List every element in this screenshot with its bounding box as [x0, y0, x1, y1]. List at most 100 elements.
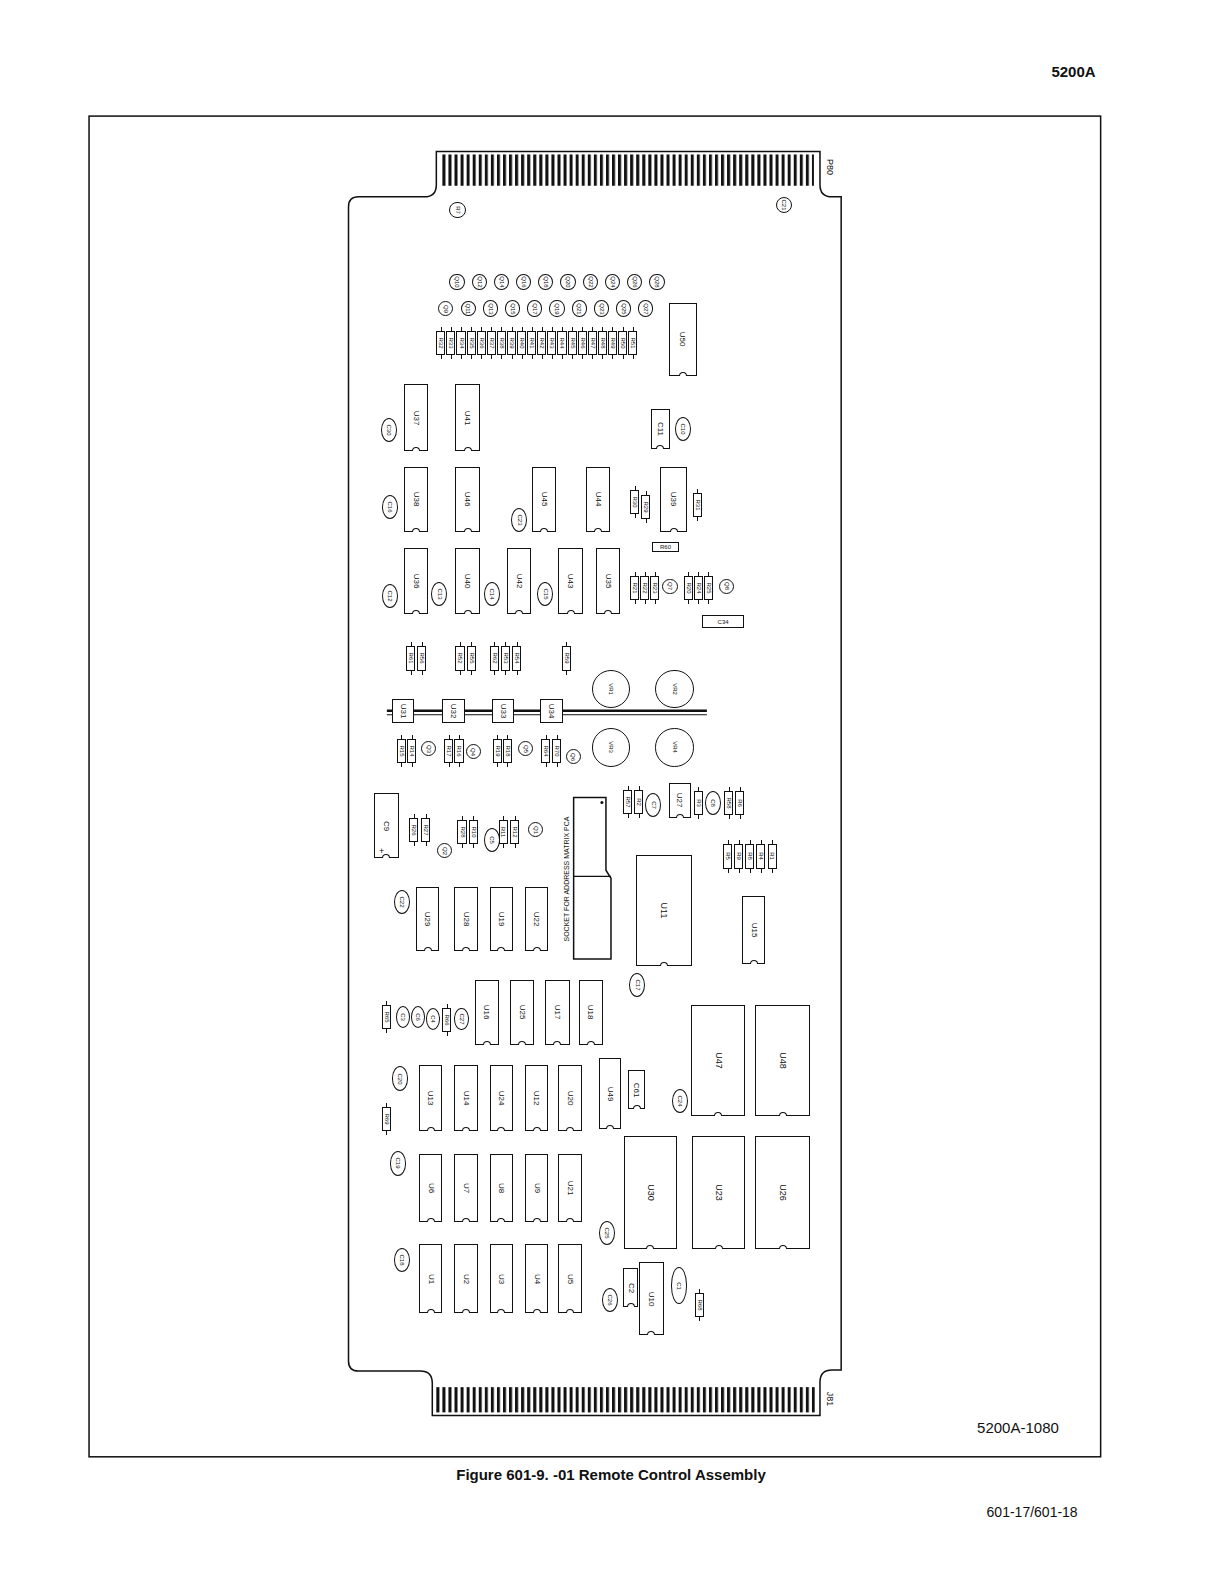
part-designator: R8	[747, 853, 753, 861]
part-designator: R10	[470, 827, 476, 838]
part-designator: U43	[567, 574, 575, 589]
ic-package: U2	[454, 1244, 477, 1313]
frame	[89, 116, 1101, 1457]
part-designator: C6	[415, 1013, 421, 1021]
resistor-body: R18	[503, 739, 512, 763]
part-designator: R26	[411, 825, 417, 836]
resistor-body: R66	[442, 1008, 451, 1032]
part-designator: Q26	[632, 277, 638, 288]
regulator-circle: VR1	[592, 670, 630, 708]
part-designator: U26	[778, 1184, 787, 1201]
part-designator: R36	[478, 338, 484, 349]
resistor-body: R39	[507, 331, 516, 355]
resistor-body: R65	[382, 1005, 391, 1029]
resistor-body: R53	[501, 646, 510, 670]
part-designator: R62	[491, 653, 497, 664]
part-designator: R52	[457, 653, 463, 664]
transistor-circle: Q21	[572, 300, 587, 316]
resistor-body: R50	[618, 331, 627, 355]
part-designator: U9	[533, 1183, 541, 1193]
part-designator: U37	[412, 410, 420, 425]
resistor-body: R30	[630, 490, 639, 514]
resistor-body: R5	[723, 844, 732, 868]
part-designator: R34	[458, 338, 464, 349]
part-designator: R64	[543, 746, 549, 757]
socket-note: SOCKET FOR ADDRESS MATRIX PCA	[562, 816, 569, 941]
ic-package: U24	[490, 1065, 513, 1131]
ic-package: U17	[545, 980, 569, 1046]
part-designator: C3	[400, 1013, 406, 1021]
ic-package: U49	[599, 1058, 621, 1129]
resistor-body: R19	[493, 739, 502, 763]
part-designator: C25	[604, 1228, 610, 1239]
ic-package: U28	[454, 887, 477, 952]
part-designator: R45	[569, 338, 575, 349]
transistor-circle: Q12	[472, 274, 487, 290]
ic-package: U3	[490, 1244, 513, 1313]
part-designator: R68	[696, 1299, 702, 1310]
part-designator: Q10	[454, 277, 460, 288]
part-designator: U18	[587, 1005, 595, 1020]
transistor-circle: Q17	[527, 300, 542, 316]
part-designator: R70	[554, 746, 560, 757]
part-designator: U15	[750, 923, 758, 938]
figure-caption: Figure 601-9. -01 Remote Control Assembl…	[456, 1467, 766, 1482]
resistor-body: R47	[588, 331, 597, 355]
resistor-body: R27	[421, 818, 430, 842]
part-designator: U1	[427, 1273, 435, 1283]
transistor-circle: Q4	[466, 744, 481, 759]
part-designator: R1	[769, 853, 775, 861]
ic-package: U39	[660, 467, 686, 533]
resistor-body: R35	[467, 331, 476, 355]
resistor-body: R52	[455, 646, 464, 670]
part-designator: C17	[634, 979, 640, 990]
resistor-body: R49	[608, 331, 617, 355]
part-designator: U2	[462, 1273, 470, 1283]
part-designator: C24	[677, 1095, 683, 1106]
capacitor-oval: C4	[426, 1008, 440, 1030]
part-designator: R31	[694, 499, 700, 510]
part-designator: U8	[497, 1183, 505, 1193]
large-ic-package: U47	[691, 1005, 746, 1116]
page-marking: 5200A	[1051, 63, 1095, 78]
part-designator: U11	[660, 903, 669, 919]
part-designator: U30	[646, 1184, 655, 1201]
part-designator: R27	[423, 825, 429, 836]
part-designator: R44	[559, 338, 565, 349]
part-designator: VR1	[608, 683, 614, 695]
ic-package: U16	[475, 980, 499, 1046]
ic-package: C2	[623, 1268, 638, 1306]
capacitor-oval: C16	[382, 495, 398, 519]
part-designator: Q1	[533, 826, 539, 834]
ic-package: U50	[669, 303, 697, 376]
part-designator: R38	[498, 338, 504, 349]
component-body: U34	[540, 699, 562, 723]
part-designator: C21	[781, 199, 787, 210]
part-designator: R43	[549, 338, 555, 349]
part-designator: R66	[444, 1014, 450, 1025]
part-designator: Q18	[543, 277, 549, 288]
transistor-circle: Q5	[518, 741, 533, 756]
resistor-body: R43	[547, 331, 556, 355]
part-designator: R7	[454, 206, 460, 214]
part-designator: U13	[427, 1091, 435, 1106]
transistor-circle: Q2	[437, 843, 452, 858]
transistor-circle: Q22	[583, 274, 598, 290]
transistor-circle: Q9	[438, 301, 453, 316]
part-designator: R29	[643, 501, 649, 512]
part-designator: U47	[714, 1052, 723, 1069]
ic-package: U21	[558, 1154, 581, 1222]
part-designator: C9	[382, 820, 390, 830]
resistor-body: R48	[598, 331, 607, 355]
capacitor-oval: C1	[671, 1267, 687, 1303]
part-designator: Q3	[426, 745, 432, 753]
resistor-body: R62	[490, 646, 499, 670]
part-designator: R50	[620, 338, 626, 349]
part-designator: C15	[542, 588, 548, 599]
part-designator: C30	[386, 425, 392, 436]
part-designator: U23	[714, 1184, 723, 1201]
part-designator: R35	[468, 338, 474, 349]
resistor-body: R22	[640, 576, 649, 600]
transistor-circle: Q15	[505, 300, 520, 316]
ic-package: U25	[510, 980, 534, 1046]
